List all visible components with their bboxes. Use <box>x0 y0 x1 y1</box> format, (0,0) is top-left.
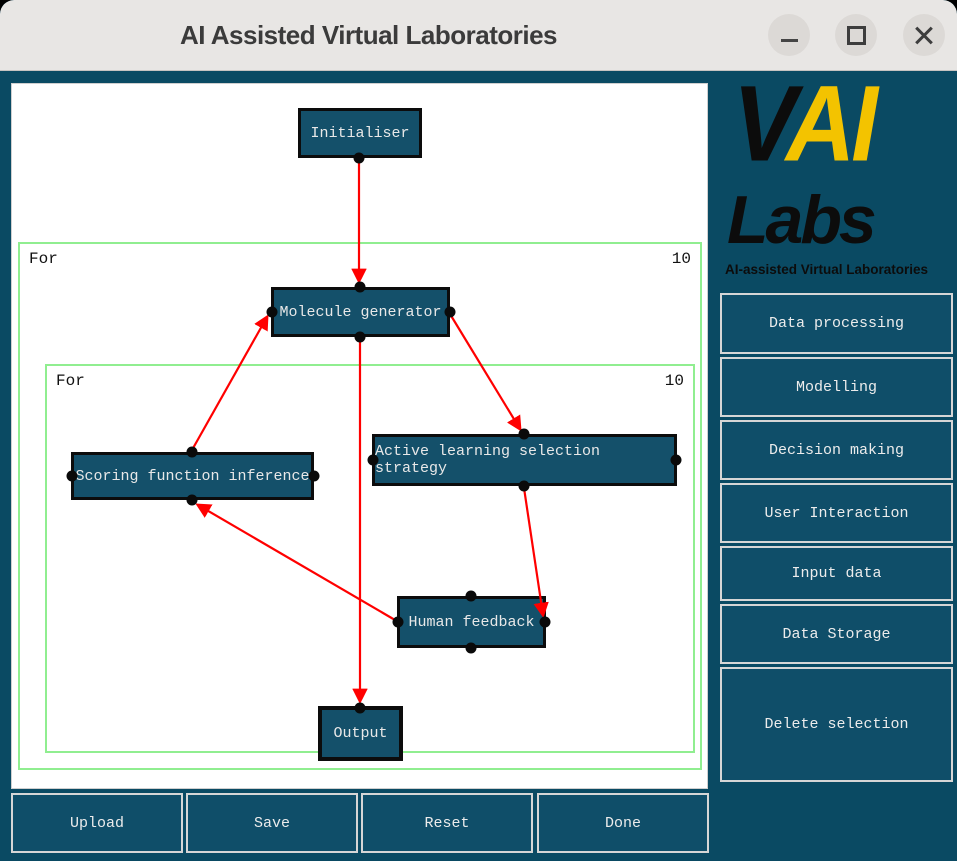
sidebar-button-decision-making[interactable]: Decision making <box>720 420 953 480</box>
node-scoring-function-inference-label: Scoring function inference <box>75 467 310 485</box>
node-active-learning-selection-strategy-label: Active learning selection strategy <box>375 443 601 477</box>
maximize-icon <box>846 25 866 45</box>
close-icon <box>914 25 934 45</box>
sidebar-button-input-data[interactable]: Input data <box>720 546 953 601</box>
sidebar-button-label: User Interaction <box>764 504 909 522</box>
for-loop-inner-label: For <box>56 372 85 390</box>
reset-button[interactable]: Reset <box>361 793 533 853</box>
reset-button-label: Reset <box>424 814 470 832</box>
sidebar-button-modelling[interactable]: Modelling <box>720 357 953 417</box>
for-loop-inner[interactable]: For 10 <box>45 364 695 753</box>
logo-labs-text: Labs <box>727 182 877 258</box>
for-loop-outer-label: For <box>29 250 58 268</box>
maximize-button[interactable] <box>835 14 877 56</box>
sidebar-button-label: Data Storage <box>782 625 891 643</box>
upload-button-label: Upload <box>69 814 124 832</box>
logo-ai-accent: AI <box>785 77 878 184</box>
sidebar-button-label: Modelling <box>795 378 877 396</box>
node-active-learning-selection-strategy[interactable]: Active learning selection strategy <box>372 434 677 486</box>
sidebar-button-data-processing[interactable]: Data processing <box>720 293 953 354</box>
node-output[interactable]: Output <box>318 706 403 761</box>
node-molecule-generator[interactable]: Molecule generator <box>271 287 450 337</box>
logo-tagline: AI-assisted Virtual Laboratories <box>725 262 929 277</box>
sidebar-button-user-interaction[interactable]: User Interaction <box>720 483 953 543</box>
window-title: AI Assisted Virtual Laboratories <box>179 19 558 50</box>
node-initialiser[interactable]: Initialiser <box>298 108 422 158</box>
for-loop-outer-count: 10 <box>671 250 691 268</box>
node-molecule-generator-label: Molecule generator <box>279 303 442 321</box>
sidebar-button-label: Input data <box>791 565 882 582</box>
done-button[interactable]: Done <box>537 793 709 853</box>
logo-vai-text: VAI <box>733 77 878 186</box>
sidebar-button-label: Decision making <box>768 441 905 459</box>
sidebar-button-data-storage[interactable]: Data Storage <box>720 604 953 664</box>
done-button-label: Done <box>604 814 641 832</box>
for-loop-inner-count: 10 <box>664 372 684 390</box>
minimize-button[interactable] <box>768 14 810 56</box>
node-human-feedback-label: Human feedback <box>408 613 535 631</box>
sidebar-button-delete-selection[interactable]: Delete selection <box>720 667 953 782</box>
sidebar-button-label: Delete selection <box>764 716 909 733</box>
sidebar-button-label: Data processing <box>768 315 905 332</box>
node-scoring-function-inference[interactable]: Scoring function inference <box>71 452 314 500</box>
upload-button[interactable]: Upload <box>11 793 183 853</box>
close-button[interactable] <box>903 14 945 56</box>
save-button-label: Save <box>253 814 290 832</box>
node-output-label: Output <box>333 725 388 742</box>
vai-labs-logo: VAI Labs AI-assisted Virtual Laboratorie… <box>719 77 952 285</box>
save-button[interactable]: Save <box>186 793 358 853</box>
workflow-canvas[interactable]: For 10 For 10 Initialiser Molecule gener… <box>11 83 708 789</box>
node-initialiser-label: Initialiser <box>310 124 410 142</box>
minimize-icon <box>780 38 798 42</box>
node-human-feedback[interactable]: Human feedback <box>397 596 546 648</box>
titlebar: AI Assisted Virtual Laboratories <box>0 0 957 71</box>
